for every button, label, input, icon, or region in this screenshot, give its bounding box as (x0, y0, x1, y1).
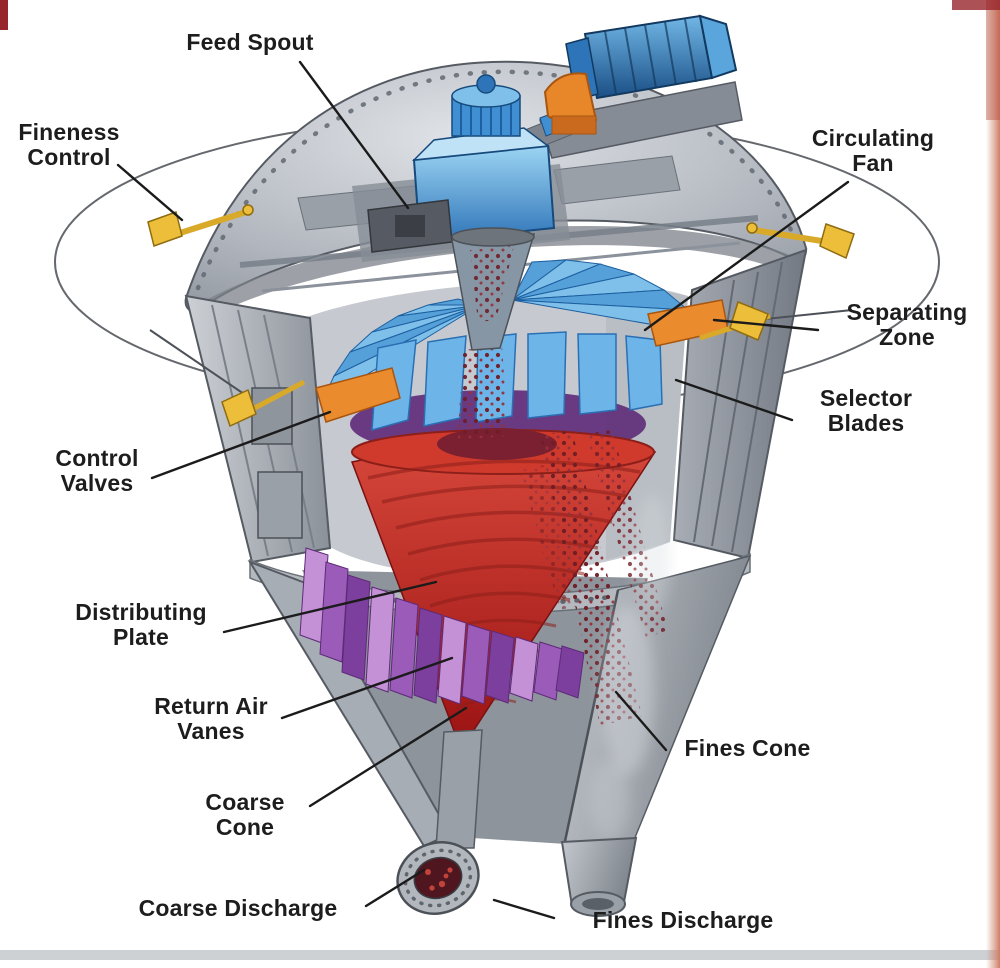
label-return-air-vanes: Return Air Vanes (154, 693, 268, 744)
callout-selector-blades (674, 378, 794, 422)
callout-separating-zone (712, 318, 820, 332)
label-circulating-fan: Circulating Fan (811, 125, 935, 176)
callout-coarse-cone (308, 706, 468, 808)
right-shell-wall (672, 248, 808, 560)
label-selector-blades: Selector Blades (819, 385, 913, 436)
label-coarse-discharge: Coarse Discharge (138, 895, 338, 921)
feed-spout-hatch (367, 199, 453, 253)
callout-coarse-discharge (364, 868, 426, 908)
callout-circulating-fan (643, 180, 850, 332)
label-fines-discharge: Fines Discharge (592, 907, 774, 933)
callout-distributing-plate (222, 580, 438, 634)
callout-feed-spout (298, 60, 410, 210)
callout-fines-discharge (492, 898, 556, 920)
feed-funnel (451, 227, 536, 440)
label-fineness-control: Fineness Control (18, 119, 120, 170)
callout-return-air-vanes (280, 656, 454, 720)
return-air-vanes-fringe (299, 547, 585, 705)
label-coarse-cone: Coarse Cone (205, 789, 285, 840)
coarse-discharge-assembly (396, 729, 483, 915)
callout-fines-cone (614, 690, 668, 752)
fan-and-selector-blades (315, 259, 729, 432)
label-fines-cone: Fines Cone (684, 735, 811, 761)
label-feed-spout: Feed Spout (186, 29, 314, 55)
label-separating-zone: Separating Zone (846, 299, 968, 350)
blade-tip-left (315, 367, 401, 423)
fines-discharge-assembly (560, 836, 638, 917)
callout-lines (116, 60, 850, 920)
left-shell-wall (184, 294, 332, 564)
fineness-control-tensioners (147, 204, 855, 428)
access-door (257, 471, 303, 539)
label-control-valves: Control Valves (55, 445, 139, 496)
callout-fineness-control (116, 163, 184, 222)
callout-control-valves (150, 410, 332, 480)
label-distributing-plate: Distributing Plate (75, 599, 207, 650)
air-smoke (590, 495, 670, 840)
